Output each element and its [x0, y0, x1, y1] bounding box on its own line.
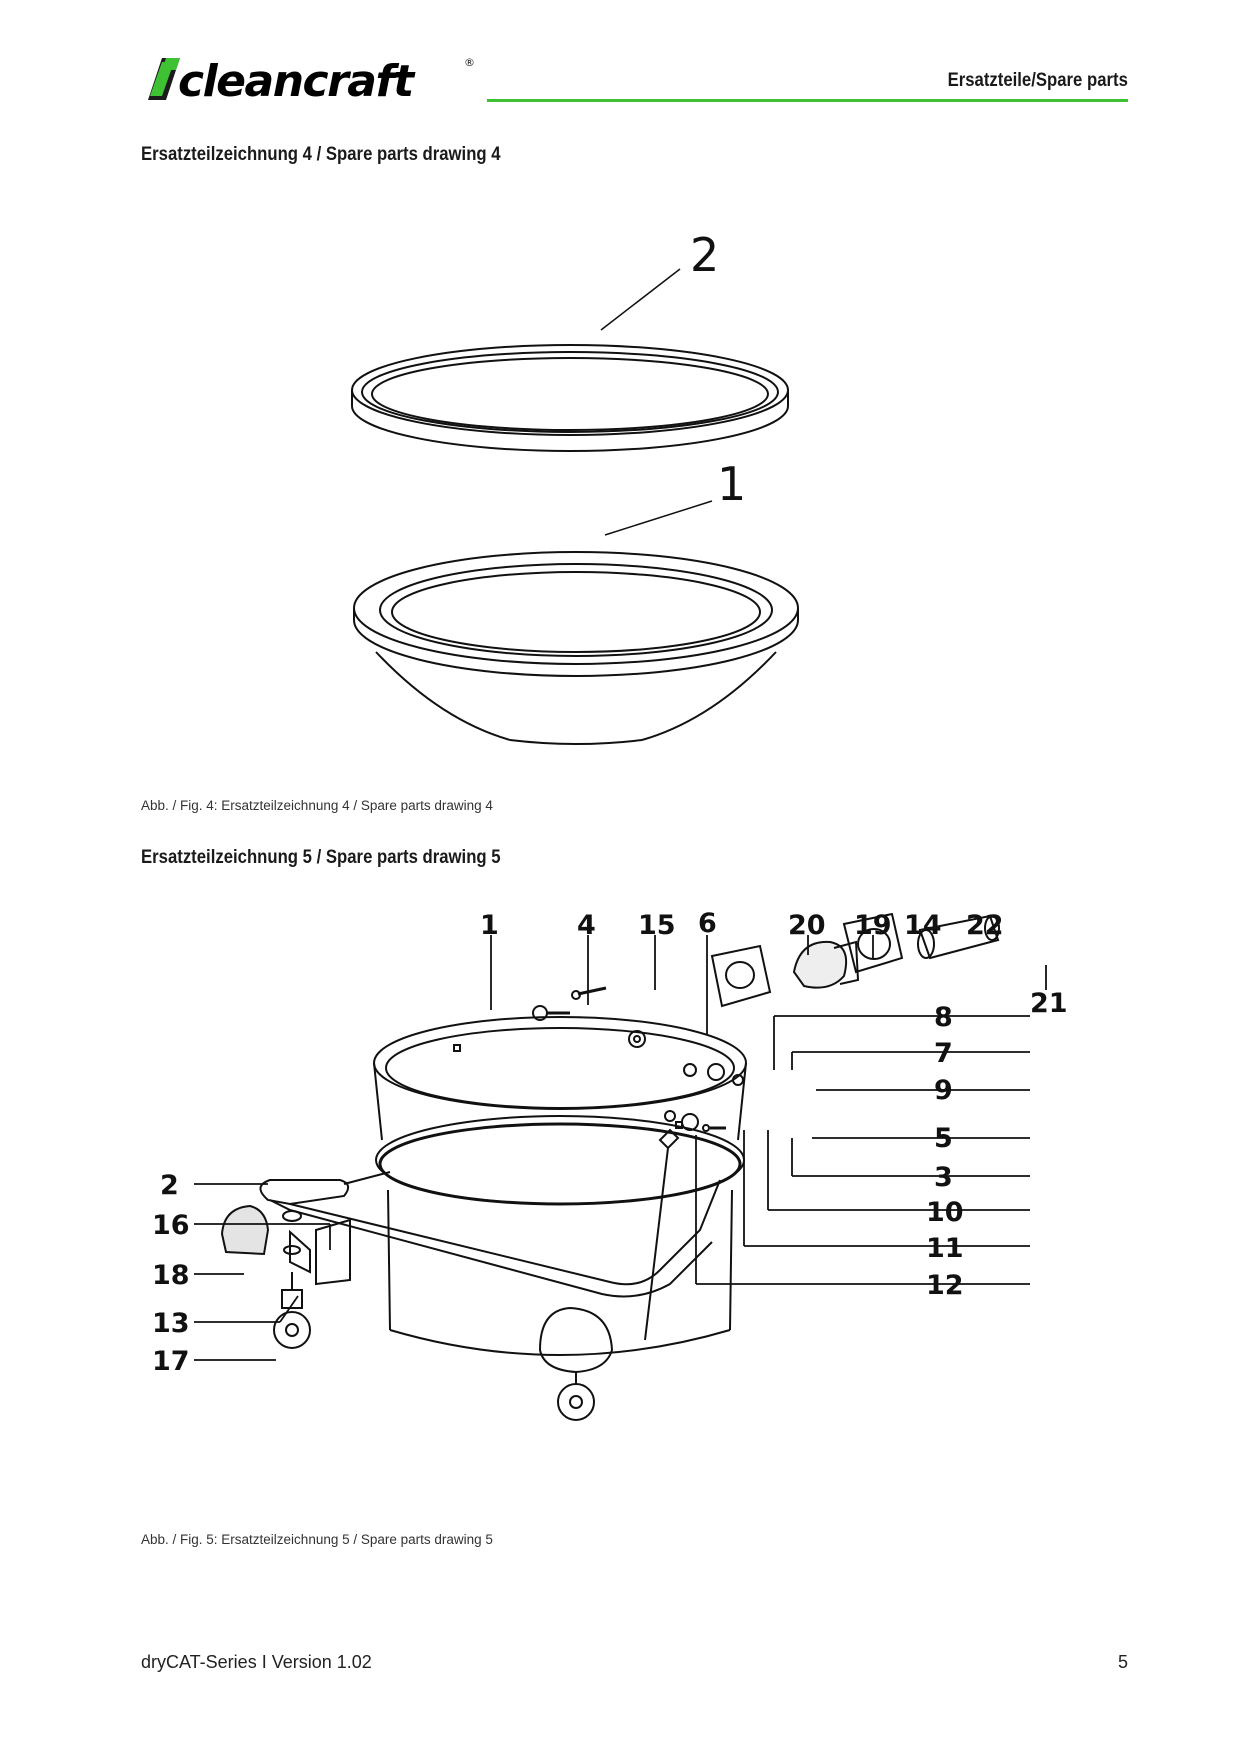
- part-label: 10: [926, 1197, 964, 1228]
- leader-line: [604, 500, 713, 536]
- container-part: [373, 1016, 747, 1356]
- cleancraft-logo: cleancraft ®: [140, 52, 480, 109]
- hardware-parts: [532, 986, 744, 1132]
- part-label: 3: [934, 1162, 953, 1193]
- caster-assembly-part: [220, 1204, 311, 1349]
- part-label: 13: [152, 1308, 190, 1339]
- part-label: 1: [717, 457, 746, 511]
- part-label: 21: [1030, 988, 1068, 1019]
- drawing5-heading: Ersatzteilzeichnung 5 / Spare parts draw…: [141, 847, 501, 868]
- drawing4-caption: Abb. / Fig. 4: Ersatzteilzeichnung 4 / S…: [141, 798, 493, 813]
- part-label: 15: [638, 910, 676, 941]
- drawing5-caption: Abb. / Fig. 5: Ersatzteilzeichnung 5 / S…: [141, 1532, 493, 1547]
- page-number: 5: [1117, 1652, 1128, 1672]
- leader-lines: [194, 930, 1047, 1361]
- ring-gasket-part: [351, 344, 789, 452]
- spare-parts-drawing-4: 2 1: [351, 228, 799, 745]
- part-label: 16: [152, 1210, 190, 1241]
- part-label: 4: [577, 910, 596, 941]
- part-label: 8: [934, 1002, 953, 1033]
- header-divider: [487, 99, 1128, 102]
- part-label: 6: [698, 910, 717, 939]
- bracket-part: [644, 1147, 669, 1341]
- handle-part: [259, 1171, 721, 1298]
- caster-part: [538, 1306, 614, 1421]
- funnel-part: [353, 551, 799, 745]
- spare-parts-drawing-5: 1 4 15 6 20 19 14 22 21 8 7 9 5 3 10 11 …: [152, 910, 1068, 1421]
- part-label: 17: [152, 1346, 190, 1377]
- page-header: cleancraft ® Ersatzteile/Spare parts: [0, 0, 1240, 110]
- part-label: 2: [160, 1170, 179, 1201]
- part-label: 19: [854, 910, 892, 941]
- part-label: 11: [926, 1233, 964, 1264]
- hose-connector-parts: [710, 912, 1000, 1008]
- part-label: 7: [934, 1038, 953, 1069]
- part-label: 18: [152, 1260, 190, 1291]
- logo-mark-icon: cleancraft ®: [148, 56, 475, 107]
- footer-document-version: dryCAT-Series I Version 1.02: [141, 1652, 372, 1672]
- part-label: 5: [934, 1123, 953, 1154]
- part-label: 12: [926, 1270, 964, 1301]
- leader-line: [600, 268, 681, 331]
- part-label: 14: [904, 910, 942, 941]
- front-caster-part: [289, 1218, 351, 1286]
- registered-mark: ®: [464, 56, 475, 69]
- header-title: Ersatzteile/Spare parts: [947, 70, 1128, 91]
- part-label: 1: [480, 910, 499, 941]
- part-label: 2: [690, 228, 719, 282]
- part-label: 22: [966, 910, 1004, 941]
- bracket-part: [658, 1128, 680, 1150]
- part-label: 20: [788, 910, 826, 941]
- part-label: 9: [934, 1075, 953, 1106]
- drawing4-heading: Ersatzteilzeichnung 4 / Spare parts draw…: [141, 144, 501, 165]
- logo-wordmark: cleancraft: [178, 56, 416, 104]
